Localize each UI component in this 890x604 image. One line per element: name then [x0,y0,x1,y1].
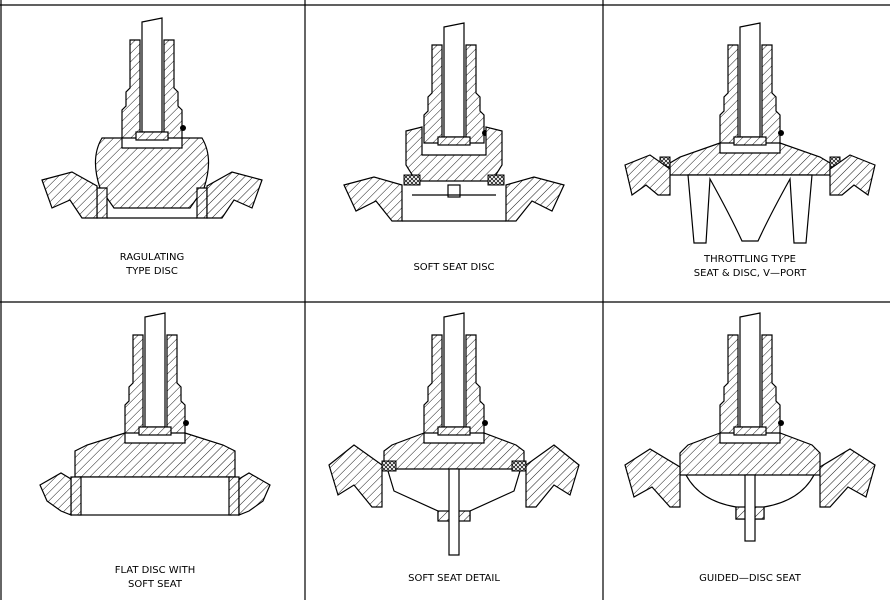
caption-line: GUIDED—DISC SEAT [699,573,802,584]
caption-line: SOFT SEAT [128,579,183,590]
caption-line: SEAT & DISC, V—PORT [694,268,807,279]
panel-flat-disc-soft-seat: FLAT DISC WITH SOFT SEAT [39,312,271,590]
caption-line: FLAT DISC WITH [115,565,196,576]
caption-line: SOFT SEAT DETAIL [408,573,500,584]
panel-throttling-v-port: THROTTLING TYPE SEAT & DISC, V—PORT [624,22,876,279]
panel-soft-seat-detail: SOFT SEAT DETAIL [328,312,580,584]
panel-guided-disc-seat: GUIDED—DISC SEAT [624,312,876,584]
caption-line: RAGULATING [120,252,184,263]
caption-line: SOFT SEAT DISC [413,262,494,273]
panel-soft-seat-disc: SOFT SEAT DISC [343,22,565,273]
panel-regulating-disc: RAGULATING TYPE DISC [41,17,263,277]
caption-line: TYPE DISC [125,266,178,277]
caption-line: THROTTLING TYPE [703,254,796,265]
